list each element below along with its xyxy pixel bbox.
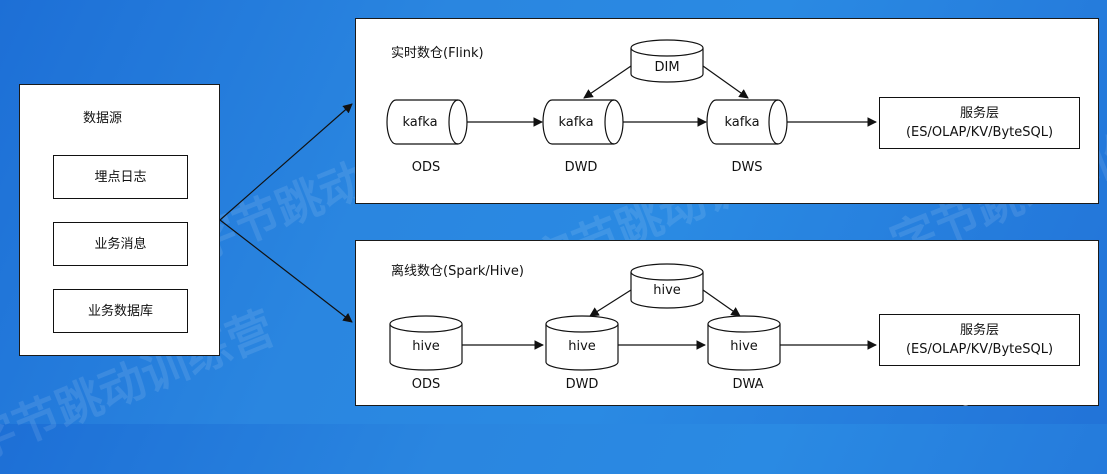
realtime-ods-kafka: kafka: [386, 99, 468, 145]
layer-label: DWD: [566, 377, 599, 392]
arrow-dim-to-dwa: [702, 289, 741, 317]
service-layer-label: 服务层: [959, 106, 999, 121]
offline-dwd-hive: hive: [545, 315, 619, 371]
service-layer-detail: (ES/OLAP/KV/ByteSQL): [905, 125, 1054, 140]
node-label: kafka: [558, 115, 593, 130]
arrow-to-realtime: [219, 103, 353, 221]
node-label: hive: [730, 339, 758, 354]
arrow-to-offline: [219, 219, 353, 323]
node-label: kafka: [724, 115, 759, 130]
layer-label: DWA: [732, 377, 763, 392]
realtime-title: 实时数仓(Flink): [391, 46, 484, 61]
service-layer-label: 服务层: [959, 323, 999, 338]
arrow-dim-to-dws: [702, 65, 749, 99]
data-source-title: 数据源: [83, 111, 123, 126]
footer-credit: @稀土掘金技术社区: [957, 389, 1093, 407]
node-label: hive: [412, 339, 440, 354]
realtime-service-layer: 服务层 (ES/OLAP/KV/ByteSQL): [879, 97, 1080, 149]
offline-title: 离线数仓(Spark/Hive): [391, 264, 524, 279]
node-label: DIM: [654, 60, 679, 75]
realtime-dim-db: DIM: [630, 39, 704, 83]
arrow-dim-to-dwd: [583, 65, 632, 99]
service-layer-detail: (ES/OLAP/KV/ByteSQL): [905, 342, 1054, 357]
node-label: kafka: [402, 115, 437, 130]
layer-label: DWS: [731, 160, 762, 175]
offline-dwa-hive: hive: [707, 315, 781, 371]
diagram-canvas: kafka kafka kafka DIM ODS DWD DWS hive h…: [219, 39, 877, 392]
layer-label: DWD: [565, 160, 598, 175]
arrow-dim-to-dwd: [589, 289, 632, 317]
node-label: hive: [653, 283, 681, 298]
data-source-panel: 数据源 埋点日志 业务消息 业务数据库: [19, 84, 220, 356]
source-business-db: 业务数据库: [53, 289, 188, 333]
offline-dim-hive: hive: [630, 263, 704, 309]
realtime-dwd-kafka: kafka: [542, 99, 624, 145]
offline-service-layer: 服务层 (ES/OLAP/KV/ByteSQL): [879, 314, 1080, 366]
offline-ods-hive: hive: [389, 315, 463, 371]
layer-label: ODS: [412, 160, 441, 175]
source-business-message: 业务消息: [53, 222, 188, 266]
source-tracking-log: 埋点日志: [53, 155, 188, 199]
node-label: hive: [568, 339, 596, 354]
layer-label: ODS: [412, 377, 441, 392]
realtime-dws-kafka: kafka: [706, 99, 788, 145]
